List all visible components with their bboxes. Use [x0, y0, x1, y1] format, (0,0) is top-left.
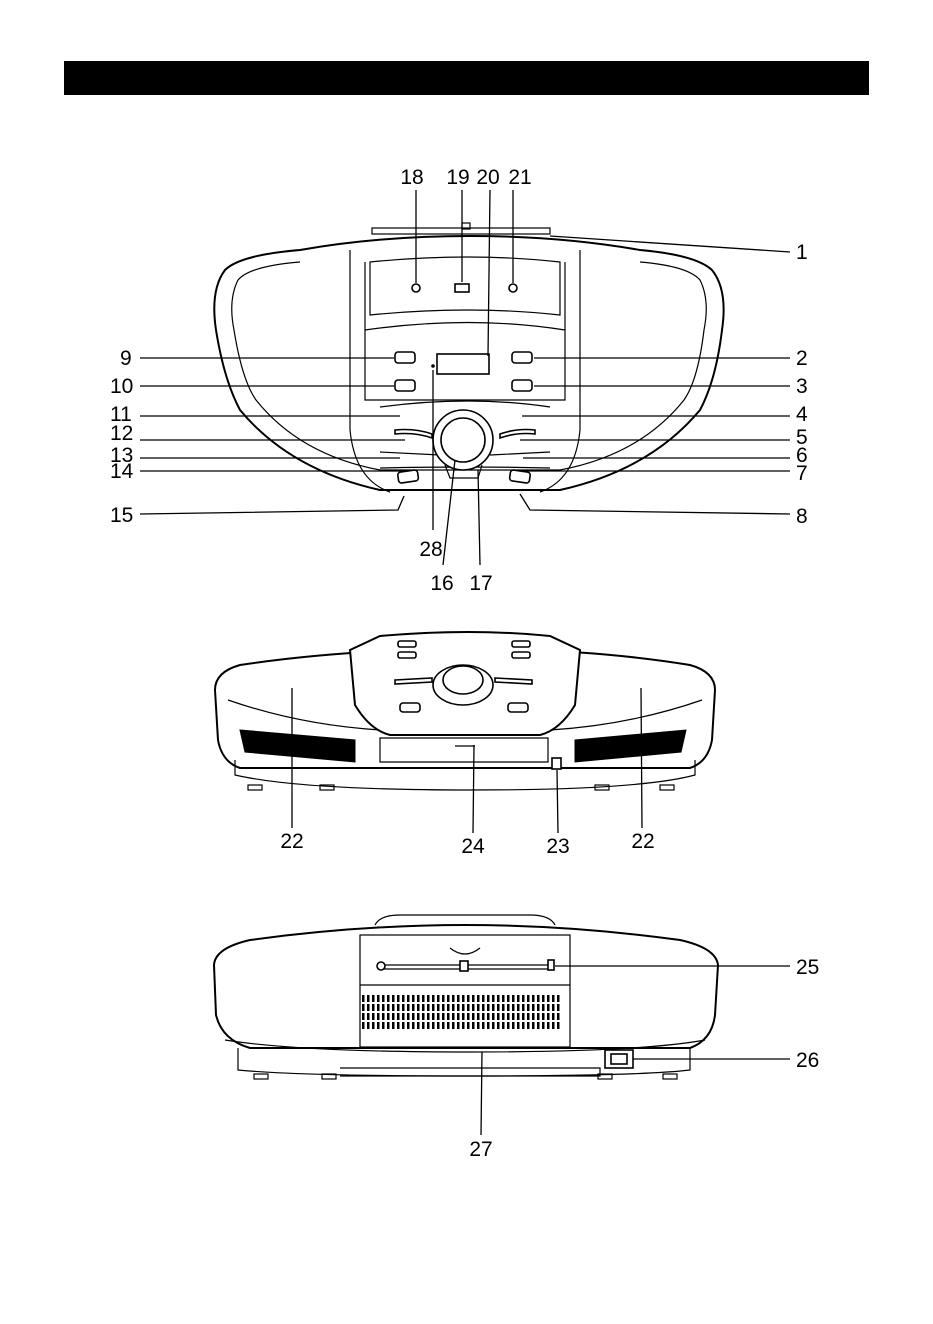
- callout-1: 1: [796, 241, 808, 264]
- antenna-rear-icon: [377, 962, 385, 970]
- button-2[interactable]: [512, 352, 532, 363]
- ir-sensor-icon: [552, 758, 561, 769]
- button-8[interactable]: [509, 470, 530, 484]
- callout-25: 25: [796, 956, 819, 979]
- callout-7: 7: [796, 462, 808, 485]
- battery-door: [340, 1068, 600, 1076]
- callout-3: 3: [796, 375, 808, 398]
- volume-knob-cap: [441, 418, 485, 462]
- callout-15: 15: [110, 504, 133, 527]
- jack-21-icon: [509, 284, 517, 292]
- callout-4: 4: [796, 403, 808, 426]
- callout-9: 9: [120, 347, 132, 370]
- callout-22-right: 22: [631, 830, 654, 853]
- callout-26: 26: [796, 1049, 819, 1072]
- callout-12: 12: [110, 422, 133, 445]
- back-body-outline: [214, 925, 718, 1048]
- callout-14: 14: [110, 460, 134, 483]
- jack-18-icon: [412, 284, 420, 292]
- button-3[interactable]: [512, 380, 532, 391]
- callout-17: 17: [469, 572, 492, 595]
- callout-19: 19: [446, 166, 469, 189]
- button-10[interactable]: [395, 380, 415, 391]
- callout-8: 8: [796, 505, 808, 528]
- callout-24: 24: [461, 835, 485, 858]
- button-15[interactable]: [397, 470, 418, 484]
- button-9[interactable]: [395, 352, 415, 363]
- back-view: 25 26 27: [214, 915, 819, 1161]
- callout-2: 2: [796, 347, 808, 370]
- callout-16: 16: [430, 572, 453, 595]
- callout-27: 27: [469, 1138, 492, 1161]
- callout-18: 18: [400, 166, 423, 189]
- callout-21: 21: [508, 166, 531, 189]
- callout-28: 28: [419, 538, 442, 561]
- front-view: 18 19 20 21 1 2 3 4 5 6 7 8 9 10 11 12 1…: [110, 166, 808, 595]
- display-window: [437, 354, 489, 374]
- callout-22-left: 22: [280, 830, 303, 853]
- callout-23: 23: [546, 835, 569, 858]
- antenna-icon: [372, 228, 550, 234]
- callout-20: 20: [476, 166, 499, 189]
- callout-10: 10: [110, 375, 133, 398]
- mic-hole-icon: [431, 364, 435, 368]
- top-view: 22 24 23 22: [215, 632, 715, 858]
- usb-port-icon: [455, 284, 469, 292]
